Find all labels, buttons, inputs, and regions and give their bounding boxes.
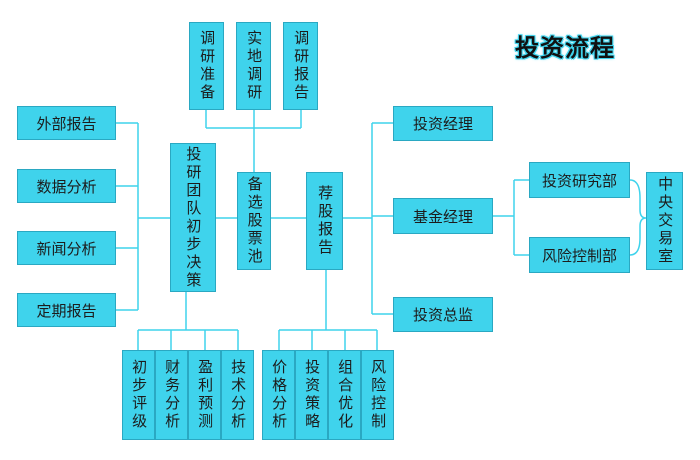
node-price-analysis: 价格分析 [262,350,295,440]
page-title: 投资流程 [515,34,615,62]
node-investment-manager: 投资经理 [393,106,493,141]
node-stock-pool: 备选股票池 [237,172,271,270]
node-research-report: 调研报告 [283,22,318,110]
node-profit-forecast: 盈利预测 [188,350,221,440]
node-preliminary-rating: 初步评级 [122,350,155,440]
node-stock-report: 荐股报告 [306,172,343,270]
node-fund-manager: 基金经理 [393,198,493,234]
node-research-department: 投资研究部 [529,162,630,198]
node-technical-analysis: 技术分析 [221,350,254,440]
node-investment-strategy: 投资策略 [295,350,328,440]
node-team-decision: 投研团队初步决策 [170,143,216,292]
node-investment-director: 投资总监 [393,297,493,332]
node-research-prep: 调研准备 [189,22,224,110]
node-risk-control: 风险控制 [361,350,394,440]
node-periodic-report: 定期报告 [17,293,116,327]
node-field-research: 实地调研 [236,22,271,110]
node-financial-analysis: 财务分析 [155,350,188,440]
node-central-trading-room: 中央交易室 [646,172,683,270]
node-data-analysis: 数据分析 [17,169,116,203]
node-external-report: 外部报告 [17,106,116,140]
node-risk-control-department: 风险控制部 [529,237,630,273]
node-portfolio-optimization: 组合优化 [328,350,361,440]
node-news-analysis: 新闻分析 [17,231,116,265]
